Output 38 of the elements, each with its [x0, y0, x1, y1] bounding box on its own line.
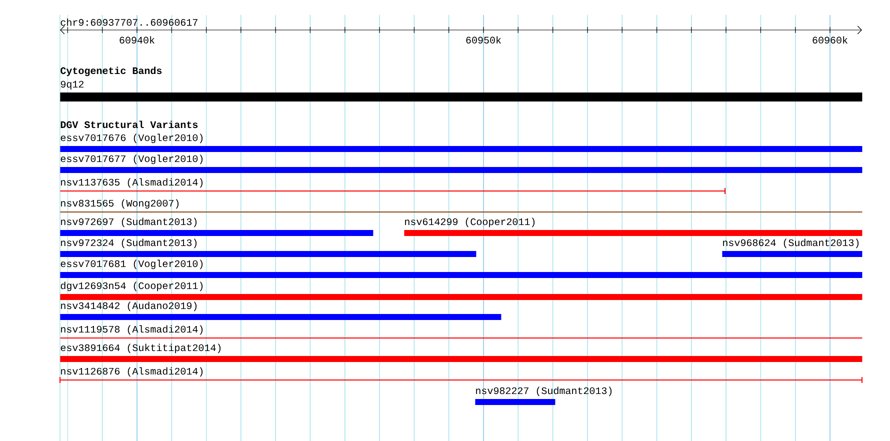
node-label: nsv1126876 (Alsmadi2014) [61, 367, 203, 377]
variant-bar: dgv12693n54 (Cooper2011) [60, 282, 862, 300]
variant-bar: nsv968624 (Sudmant2013) [722, 238, 862, 257]
node-label: dgv12693n54 (Cooper2011) [60, 282, 203, 292]
variant-bar: nsv972697 (Sudmant2013) [60, 218, 374, 236]
tick-label: 60960k [812, 36, 848, 44]
variant-bar: nsv1137635 (Alsmadi2014) [60, 178, 726, 194]
variant-bar: nsv3414842 (Audano2019) [60, 302, 502, 320]
track-heading: DGV Structural Variants [60, 120, 198, 128]
node-label: nsv982227 (Sudmant2013) [476, 386, 612, 396]
node-label: nsv3414842 (Audano2019) [61, 302, 197, 312]
variant-bar: essv7017677 (Vogler2010) [60, 154, 862, 173]
band-bar: 9q12 [60, 80, 862, 102]
node-label: esv3891664 (Suktitipat2014) [60, 344, 221, 354]
node-label: essv7017677 (Vogler2010) [60, 154, 203, 164]
node-label: nsv614299 (Cooper2011) [405, 218, 535, 228]
variant-bar: nsv982227 (Sudmant2013) [475, 386, 612, 405]
variant-bar: nsv972324 (Sudmant2013) [60, 238, 476, 257]
variant-bar: nsv1119578 (Alsmadi2014) [60, 325, 862, 338]
variant-bar: nsv831565 (Wong2007) [60, 199, 862, 212]
node-label: nsv968624 (Sudmant2013) [723, 238, 859, 248]
node-label: essv7017681 (Vogler2010) [60, 260, 203, 270]
tick-label: 60950k [466, 36, 501, 44]
variant-bar: esv3891664 (Suktitipat2014) [60, 344, 862, 362]
node-label: 9q12 [60, 80, 84, 90]
variant-bar: nsv1126876 (Alsmadi2014) [60, 367, 863, 384]
variant-bar: nsv614299 (Cooper2011) [404, 218, 862, 236]
node-label: nsv1119578 (Alsmadi2014) [61, 325, 203, 335]
track-heading: Cytogenetic Bands [60, 66, 162, 76]
node-label: essv7017676 (Vogler2010) [60, 134, 203, 144]
region-label: chr9:60937707..60960617 [60, 18, 198, 26]
node-label: nsv831565 (Wong2007) [61, 199, 179, 209]
tick-label: 60940k [120, 36, 154, 44]
node-label: nsv972697 (Sudmant2013) [61, 218, 197, 228]
node-label: nsv972324 (Sudmant2013) [61, 238, 197, 248]
node-label: nsv1137635 (Alsmadi2014) [61, 178, 203, 188]
variant-bar: essv7017676 (Vogler2010) [60, 134, 862, 152]
variant-bar: essv7017681 (Vogler2010) [60, 260, 862, 278]
